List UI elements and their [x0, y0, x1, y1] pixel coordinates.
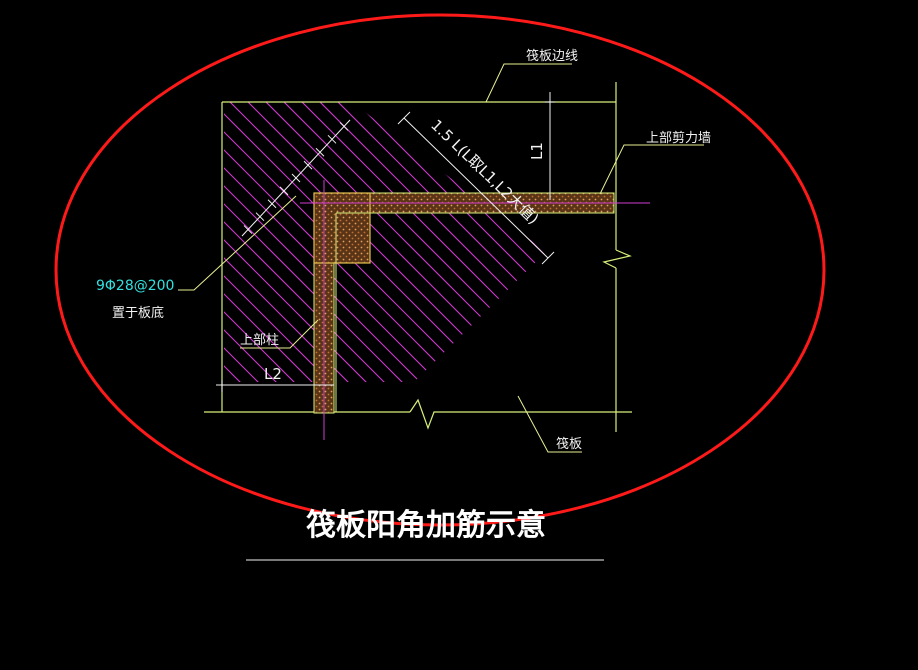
raft-label: 筏板 — [556, 436, 582, 452]
axis-lines — [300, 180, 650, 440]
l2-dimension-label: L2 — [264, 365, 282, 383]
drawing-title: 筏板阳角加筋示意 — [306, 508, 546, 543]
l1-dimension-label: L1 — [528, 142, 546, 160]
upper-shear-wall-label: 上部剪力墙 — [646, 130, 711, 146]
diagonal-dimension — [397, 111, 555, 265]
raft-slab-outline — [204, 82, 632, 432]
l1-dimension — [545, 92, 555, 200]
leader-lines — [178, 63, 704, 453]
rebar-tick-line — [241, 119, 351, 237]
raft-edge-label: 筏板边线 — [526, 48, 578, 64]
highlight-ellipse — [54, 13, 826, 527]
l2-dimension — [216, 380, 334, 392]
upper-column-label: 上部柱 — [240, 333, 279, 348]
rebar-spec-label: 9Φ28@200 — [96, 278, 174, 294]
rebar-position-label: 置于板底 — [112, 305, 164, 321]
